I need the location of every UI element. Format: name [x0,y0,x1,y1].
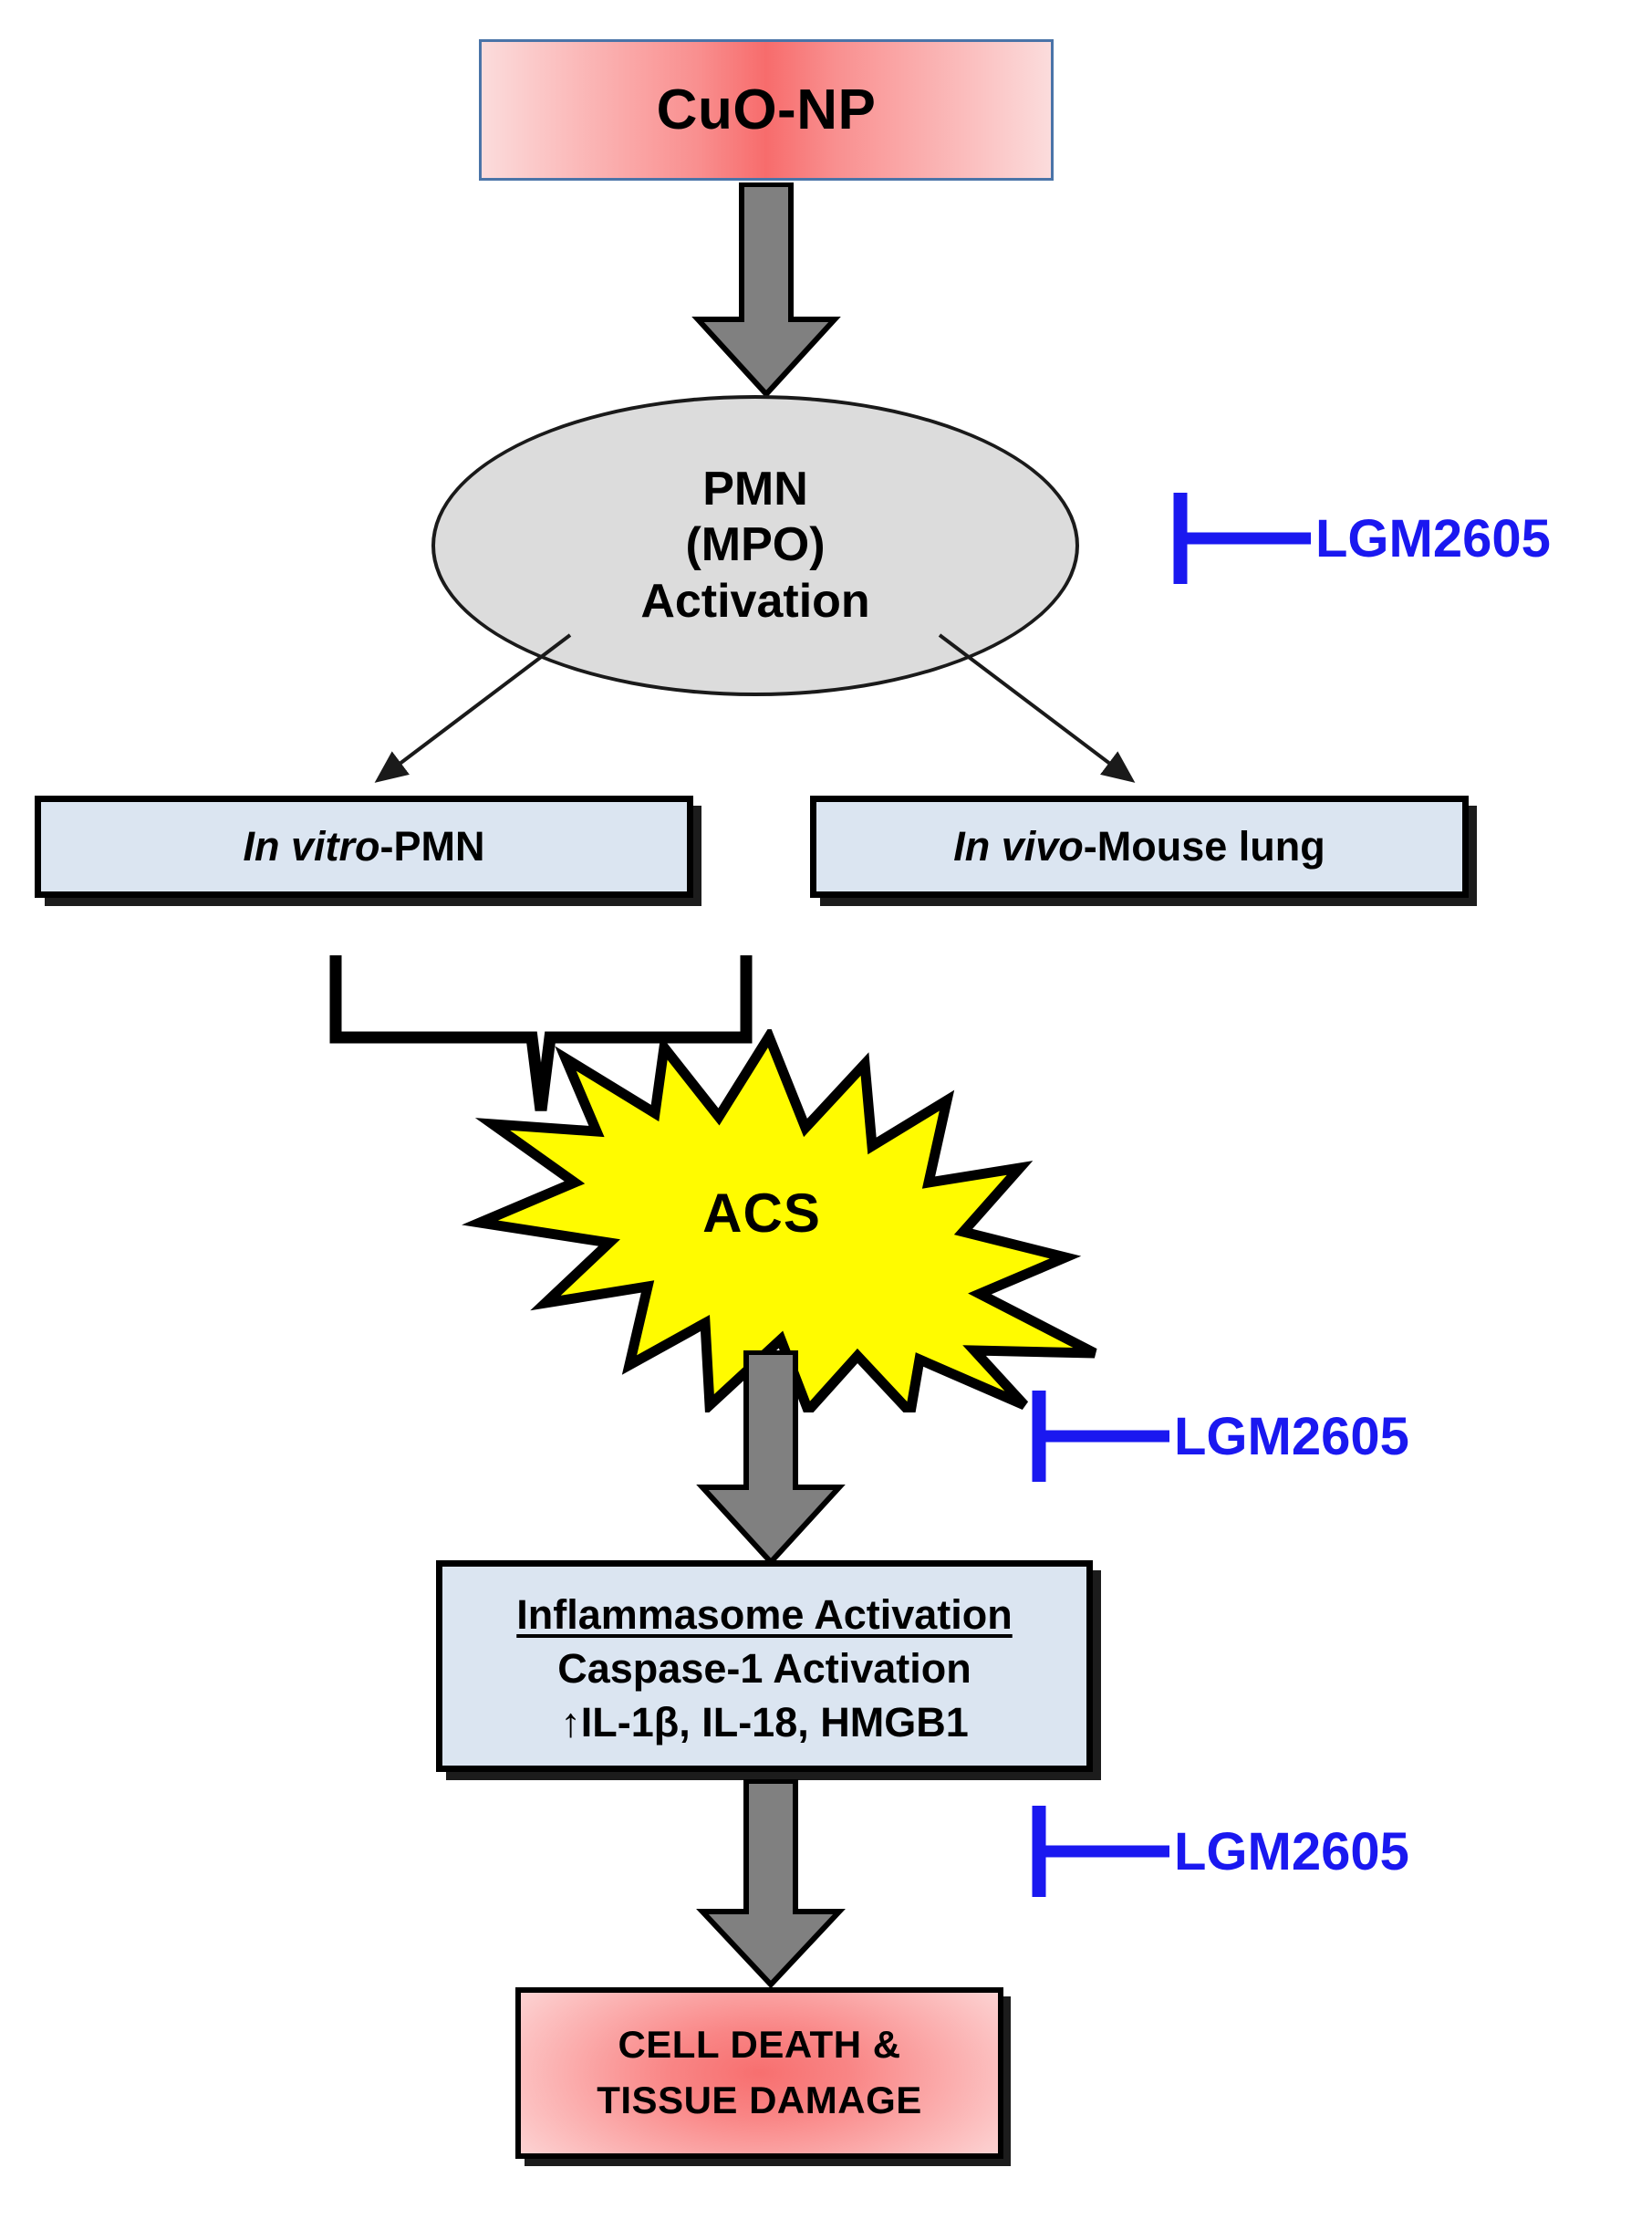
node-cell-death-line1: CELL DEATH & [618,2023,901,2067]
starburst-icon-acs[interactable] [436,1029,1102,1412]
node-pmn-line3: Activation [640,574,870,628]
node-acs-label: ACS [702,1183,821,1244]
node-cuo-np-label: CuO-NP [656,78,877,141]
inhibitor-lgm2605-celldeath[interactable]: LGM2605 [1031,1802,1409,1901]
node-cell-death-tissue-damage[interactable]: CELL DEATH & TISSUE DAMAGE [515,1987,1003,2159]
node-in-vitro-label: In vitro-PMN [244,823,485,870]
node-in-vitro-italic: In vitro [243,823,380,870]
node-inflammasome-header: Inflammasome Activation [516,1591,1013,1638]
inhibitor-lgm2605-celldeath-label: LGM2605 [1174,1821,1409,1881]
node-pmn-line1: PMN [702,462,808,516]
thin-arrow-icon-to-in-vivo [938,633,1136,783]
thin-arrow-icon-to-in-vitro [374,633,572,783]
inhibitor-lgm2605-pmn-label: LGM2605 [1315,508,1551,568]
inhibitor-lgm2605-pmn[interactable]: LGM2605 [1172,489,1551,588]
inhibition-tee-icon [1032,1391,1169,1482]
down-block-arrow-icon-acs-to-inflammasome [696,1350,846,1565]
brace-icon [329,955,753,1111]
inhibition-tee-icon [1173,493,1311,584]
inhibition-tee-icon [1032,1806,1169,1897]
node-inflammasome-line3: ↑IL-1β, IL-18, HMGB1 [560,1699,969,1745]
node-cuo-np[interactable]: CuO-NP [479,39,1054,181]
node-inflammasome-activation[interactable]: Inflammasome Activation Caspase-1 Activa… [436,1560,1093,1772]
node-pmn-line2: (MPO) [685,518,826,572]
node-in-vitro-rest: -PMN [379,823,485,870]
node-in-vivo-italic: In vivo [953,823,1084,870]
down-block-arrow-icon-inflammasome-to-celldeath [696,1779,846,1987]
node-in-vivo-mouse-lung[interactable]: In vivo-Mouse lung [810,796,1469,898]
down-block-arrow-icon-cuonp-to-pmn [691,182,841,397]
inhibitor-lgm2605-inflammasome-label: LGM2605 [1174,1406,1409,1466]
node-inflammasome-line2: Caspase-1 Activation [557,1645,971,1692]
node-cell-death-line2: TISSUE DAMAGE [597,2079,922,2121]
node-in-vivo-rest: -Mouse lung [1083,823,1325,870]
inhibitor-lgm2605-inflammasome[interactable]: LGM2605 [1031,1387,1409,1485]
node-pmn-mpo-activation[interactable]: PMN (MPO) Activation [431,395,1079,696]
node-in-vitro-pmn[interactable]: In vitro-PMN [35,796,693,898]
node-in-vivo-label: In vivo-Mouse lung [953,823,1325,870]
